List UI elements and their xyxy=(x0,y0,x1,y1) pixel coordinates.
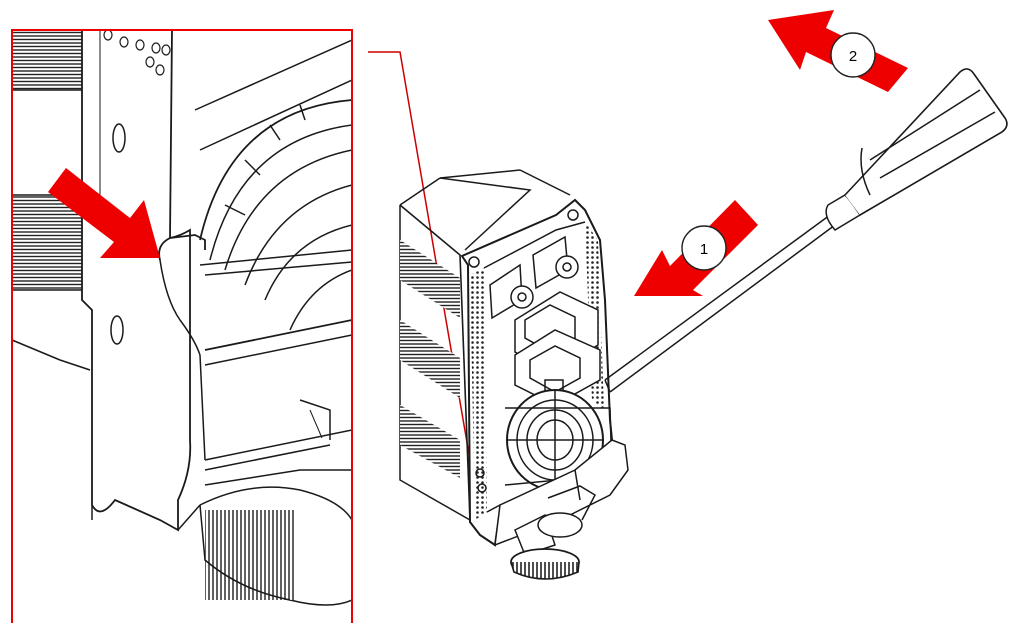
detail-fan-grille xyxy=(199,99,352,366)
detail-frame xyxy=(11,29,353,623)
detail-thumbscrew xyxy=(199,399,352,606)
detail-vent-holes xyxy=(103,30,171,76)
detail-inset xyxy=(11,29,353,623)
leader-line xyxy=(368,51,471,461)
detail-heatsink-fins xyxy=(12,30,91,371)
flat-screwdriver xyxy=(604,68,1008,393)
module-body xyxy=(399,169,571,521)
thumbscrew-knob xyxy=(510,485,596,580)
step-2-number: 2 xyxy=(849,48,857,65)
step-1-badge xyxy=(681,225,727,271)
step-1-callout: 1 xyxy=(634,200,758,296)
detail-latch-plate xyxy=(81,30,206,532)
module-assembly xyxy=(399,169,629,580)
step-1-number: 1 xyxy=(700,241,708,258)
detail-red-arrow xyxy=(48,168,160,258)
optical-connectors xyxy=(489,235,601,406)
step-2-callout: 2 xyxy=(768,10,908,92)
step-2-badge xyxy=(830,32,876,78)
